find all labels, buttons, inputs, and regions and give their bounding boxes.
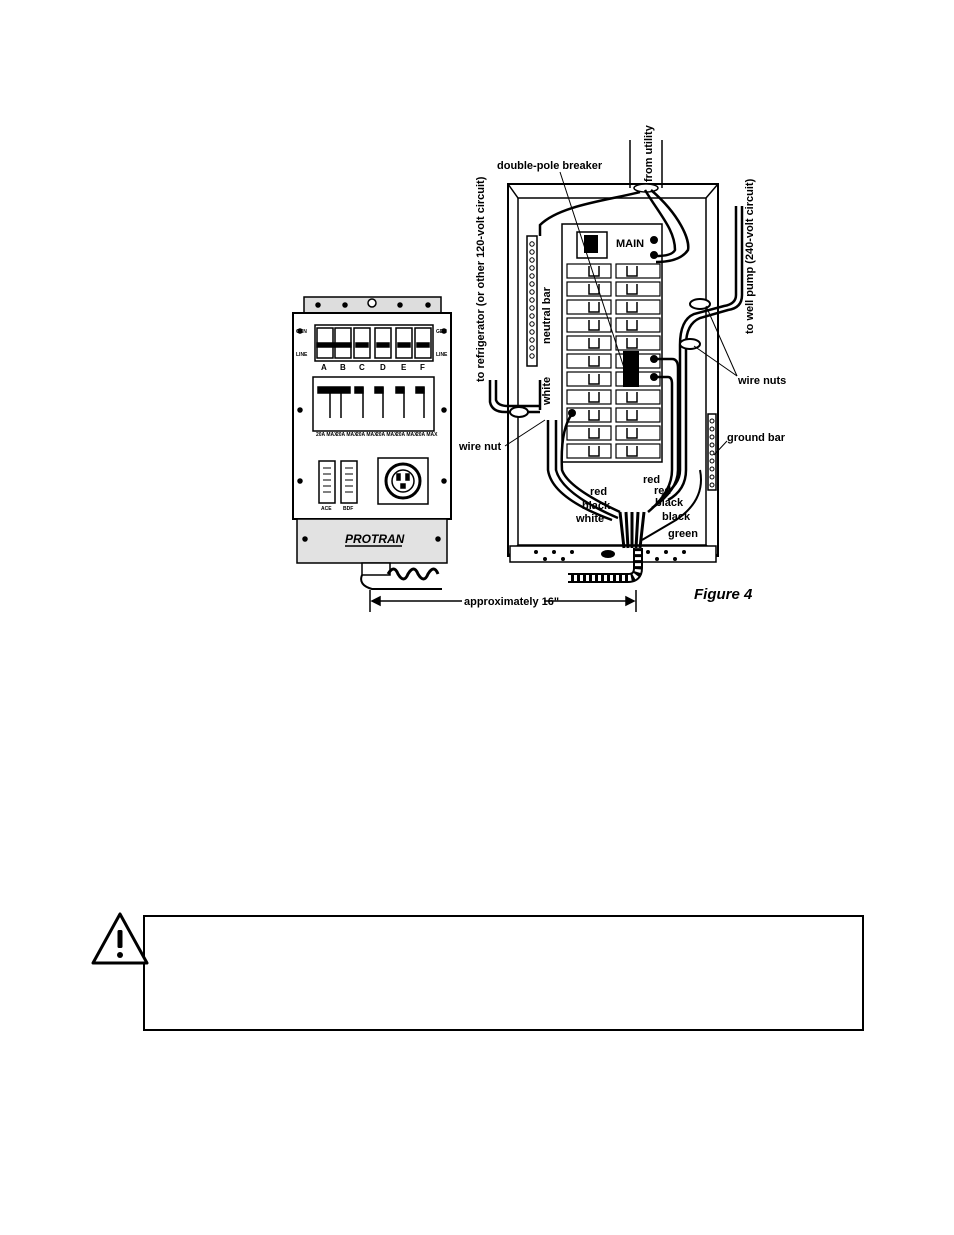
from-utility-label: from utility [643, 124, 655, 182]
neutral-bar-label: neutral bar [541, 286, 553, 344]
wire-color-green: green [668, 528, 698, 540]
figure-caption: Figure 4 [694, 586, 753, 603]
circuit-letters: A B C D E F [321, 363, 425, 372]
wire-nut-label: wire nut [458, 441, 502, 453]
wiring-diagram-figure-4: GEN LINE GEN LINE A B C D E F 20A MAX 20… [292, 124, 786, 612]
protran-logo: PROTRAN [345, 532, 405, 546]
ground-bar-label: ground bar [727, 432, 786, 444]
transfer-switch [292, 296, 452, 590]
breaker-ratings: 20A MAX 20A MAX 20A MAX 20A MAX 20A MAX … [316, 432, 438, 438]
breaker-rating: 20A MAX [376, 432, 398, 438]
gen-label-left: GEN [296, 329, 307, 335]
wire-color-white: white [575, 513, 604, 525]
breaker-rating: 20A MAX [356, 432, 378, 438]
warning-box [143, 915, 864, 1031]
wire-color-black: black [655, 497, 684, 509]
breaker-rating: 20A MAX [396, 432, 418, 438]
wire-color-red: red [654, 485, 671, 497]
circuit-letter: B [340, 363, 346, 372]
wire-color-black: black [582, 500, 611, 512]
meter-label-bdf: BDF [343, 506, 353, 512]
to-well-pump-label: to well pump (240-volt circuit) [744, 178, 756, 334]
load-center-panel [507, 140, 719, 563]
to-refrigerator-label: to refrigerator (or other 120-volt circu… [475, 176, 487, 382]
circuit-letter: A [321, 363, 327, 372]
circuit-letter: C [359, 363, 365, 372]
dimension-line [369, 590, 637, 612]
main-label: MAIN [616, 238, 644, 250]
gen-label-right: GEN [436, 329, 447, 335]
circuit-letter: D [380, 363, 386, 372]
panel-wiring [488, 189, 744, 583]
circuit-letter: F [420, 363, 425, 372]
breaker-rating: 20A MAX [416, 432, 438, 438]
line-label-right: LINE [436, 352, 448, 358]
wire-color-red: red [643, 474, 660, 486]
approximate-length-label: approximately 16" [464, 596, 559, 608]
breaker-rating: 20A MAX [316, 432, 338, 438]
white-wire-label-vertical: white [541, 377, 553, 406]
double-pole-breaker-label: double-pole breaker [497, 160, 603, 172]
meter-label-ace: ACE [321, 506, 332, 512]
wire-nuts-label: wire nuts [737, 375, 786, 387]
warning-triangle-icon [90, 910, 150, 966]
line-label-left: LINE [296, 352, 308, 358]
breaker-rating: 20A MAX [336, 432, 358, 438]
circuit-letter: E [401, 363, 407, 372]
wire-color-black: black [662, 511, 691, 523]
callout-leaders [504, 171, 738, 456]
wire-color-red: red [590, 486, 607, 498]
